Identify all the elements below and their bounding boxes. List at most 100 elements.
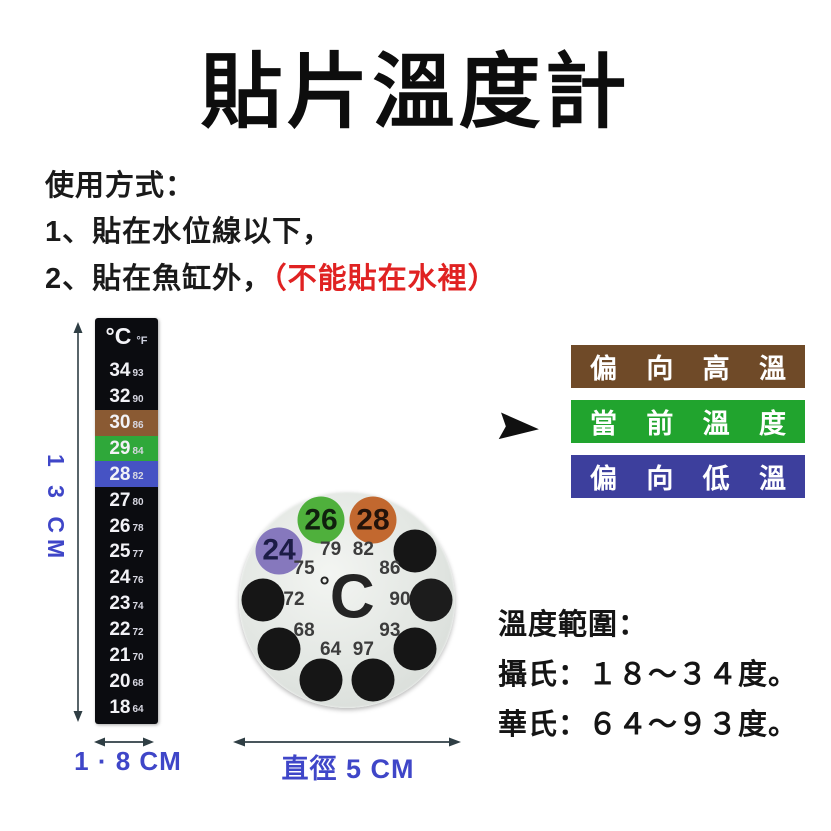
strip-fahrenheit-value: 82 [132, 471, 144, 483]
legend-bar-char: 溫 [758, 464, 786, 494]
disc-fahrenheit-label: 97 [352, 639, 374, 661]
usage-step-2-text: 2、貼在魚缸外， [45, 263, 273, 295]
legend-bar-char: 向 [646, 354, 674, 384]
disc-active-dot: 26 [297, 496, 345, 544]
legend-bar-char: 高 [702, 354, 730, 384]
legend-bar: 偏向低溫 [571, 455, 805, 498]
disc-fahrenheit-label: 68 [293, 620, 315, 642]
disc-fahrenheit-label: 86 [379, 557, 401, 579]
strip-fahrenheit-value: 86 [132, 419, 144, 431]
degree-symbol: ° [319, 570, 330, 601]
range-fahrenheit: 華氏：６４～９３度。 [498, 709, 799, 741]
disc-dot [409, 578, 453, 622]
strip-celsius-value: 27 [109, 489, 131, 511]
legend-bar-char: 向 [646, 464, 674, 494]
legend-bar: 當前溫度 [571, 400, 805, 443]
disc-dot [299, 658, 343, 702]
legend-bar-char: 當 [590, 409, 617, 439]
legend-bar-char: 偏 [590, 464, 617, 494]
legend-bar-char: 前 [646, 409, 674, 439]
legend-bar-char: 度 [758, 409, 786, 439]
disc-dot [393, 529, 437, 573]
strip-celsius-value: 20 [109, 670, 131, 692]
strip-celsius-value: 29 [109, 438, 131, 459]
range-heading: 溫度範圍： [498, 609, 649, 641]
disc-fahrenheit-label: 93 [379, 620, 401, 642]
strip-fahrenheit-value: 93 [132, 367, 144, 379]
strip-fahrenheit-value: 78 [132, 523, 144, 535]
strip-fahrenheit-value: 76 [132, 574, 144, 586]
disc-fahrenheit-label: 75 [293, 557, 315, 579]
diameter-dimension-arrow [233, 737, 461, 747]
strip-celsius-value: 21 [109, 644, 131, 666]
legend-bar-char: 低 [702, 464, 730, 494]
disc-fahrenheit-label: 72 [283, 589, 305, 610]
strip-fahrenheit-value: 70 [132, 652, 144, 664]
strip-celsius-value: 30 [109, 412, 131, 434]
strip-celsius-value: 24 [109, 567, 131, 589]
strip-fahrenheit-value: 77 [132, 548, 144, 560]
strip-celsius-value: 25 [109, 541, 131, 563]
celsius-letter: C [329, 562, 375, 632]
legend-bar-char: 溫 [702, 409, 730, 439]
disc-dot [241, 578, 285, 622]
range-celsius: 攝氏：１８～３４度。 [498, 659, 799, 691]
strip-celsius-value: 22 [109, 619, 131, 641]
strip-celsius-value: 32 [109, 386, 131, 408]
legend-bar-char: 偏 [590, 354, 617, 384]
disc-fahrenheit-label: 79 [320, 538, 342, 560]
disc-active-dot: 24 [255, 527, 303, 575]
disc-active-dot: 28 [349, 496, 397, 544]
strip-celsius-value: 26 [109, 515, 131, 537]
strip-width-label: 1 · 8 CM [74, 746, 182, 776]
usage-warning: （不能貼在水裡） [272, 263, 498, 295]
usage-heading: 使用方式： [45, 170, 196, 202]
disc-center-celsius-symbol: ° C [319, 562, 375, 632]
strip-height-label: 1 3 CM [43, 454, 69, 565]
strip-fahrenheit-value: 90 [132, 393, 144, 405]
strip-celsius-header: °C [105, 323, 132, 349]
disc-fahrenheit-label: 90 [389, 589, 411, 610]
disc-dot [393, 627, 437, 671]
strip-fahrenheit-value: 80 [132, 497, 144, 509]
legend-bar: 偏向高溫 [571, 345, 805, 388]
strip-fahrenheit-value: 84 [132, 445, 144, 457]
strip-celsius-value: 18 [109, 696, 131, 718]
usage-step-1: 1、貼在水位線以下， [45, 216, 333, 248]
strip-fahrenheit-value: 74 [132, 600, 144, 612]
disc-dot [257, 627, 301, 671]
page-title: 貼片溫度計 [200, 47, 631, 138]
strip-fahrenheit-value: 64 [132, 704, 144, 716]
current-temp-pointer-icon [498, 411, 540, 443]
strip-celsius-value: 23 [109, 593, 131, 615]
disc-dot [351, 658, 395, 702]
usage-step-2: 2、貼在魚缸外，（不能貼在水裡） [45, 255, 498, 297]
disc-fahrenheit-label: 64 [320, 639, 342, 661]
strip-width-dimension-arrow [94, 737, 154, 747]
strip-celsius-value: 28 [109, 463, 131, 485]
height-dimension-arrow [73, 322, 83, 722]
legend-bar-char: 溫 [758, 354, 786, 384]
strip-fahrenheit-value: 72 [132, 626, 144, 638]
strip-fahrenheit-value: 68 [132, 678, 144, 690]
strip-celsius-value: 34 [109, 360, 131, 382]
disc-fahrenheit-label: 82 [352, 538, 374, 560]
